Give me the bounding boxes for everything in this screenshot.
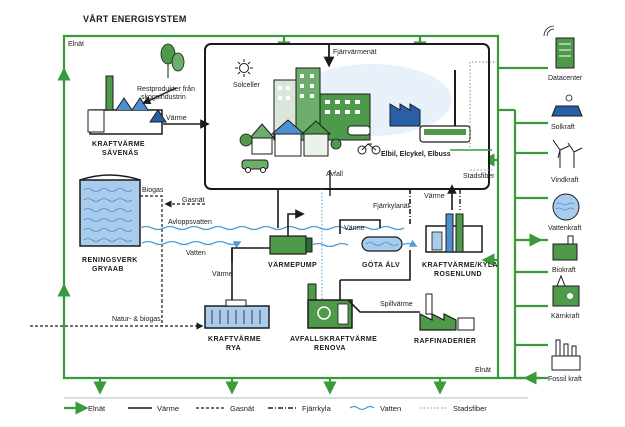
savenas-plant-icon: [87, 75, 167, 135]
restprodukter-label-2: skogsindustrin: [141, 94, 186, 101]
gryaab-plant-icon: [79, 174, 141, 247]
elnat-label-top: Elnät: [68, 41, 84, 48]
svg-text:Värme: Värme: [157, 404, 179, 413]
svg-text:Elnät: Elnät: [88, 404, 106, 413]
renova-title: AVFALLSKRAFTVÄRME: [290, 335, 377, 343]
source-vattenkraft-label: Vattenkraft: [548, 225, 581, 232]
source-karnkraft-label: Kärnkraft: [551, 313, 579, 320]
rya-subtitle: RYA: [226, 345, 241, 352]
legend-item-elnat: Elnät: [64, 401, 106, 415]
gota-alv-title: GÖTA ÄLV: [362, 260, 400, 269]
source-fossil-label: Fossil kraft: [548, 376, 582, 383]
rosenlund-subtitle: ROSENLUND: [434, 271, 482, 278]
avloppsvatten-label: Avloppsvatten: [168, 219, 212, 226]
elnat-grid: [57, 34, 548, 395]
varme-savenas-label: Värme: [166, 115, 187, 122]
gota-alv-icon: [361, 236, 403, 252]
legend-item-gasnat: Gasnät: [196, 404, 255, 413]
svg-text:Stadsfiber: Stadsfiber: [453, 404, 487, 413]
biogas-label: Biogas: [142, 187, 164, 194]
stadsfiber-label: Stadsfiber: [463, 173, 495, 180]
svg-text:Fjärrkyla: Fjärrkyla: [302, 404, 332, 413]
rya-plant-icon: [204, 299, 270, 329]
raffinaderier-icon: [419, 293, 475, 331]
varmepump-icon: [269, 235, 313, 255]
legend-item-vatten: Vatten: [349, 404, 401, 413]
vatten-label: Vatten: [186, 250, 206, 257]
nuclear-icon: [552, 274, 580, 307]
natur-biogas-label: Natur- & biogas: [112, 316, 161, 323]
legend-item-stadsfiber: Stadsfiber: [420, 404, 487, 413]
rya-title: KRAFTVÄRME: [208, 335, 261, 343]
car-icon: [241, 159, 269, 173]
water-power-icon: [552, 193, 580, 221]
source-datacenter-label: Datacenter: [548, 75, 583, 82]
gryaab-subtitle: GRYAAB: [92, 266, 124, 273]
source-solkraft-label: Solkraft: [551, 124, 575, 131]
solceller-label: Solceller: [233, 82, 261, 89]
svg-text:Vatten: Vatten: [380, 404, 401, 413]
avfall-label: Avfall: [326, 171, 343, 178]
rosenlund-title: KRAFTVÄRME/KYLA: [422, 261, 498, 269]
spillvarme-label: Spillvärme: [380, 301, 413, 308]
varme-mid-label: Värme: [344, 225, 365, 232]
gasnat-label: Gasnät: [182, 197, 205, 204]
gryaab-title: RENINGSVERK: [82, 257, 138, 264]
savenas-subtitle: SÄVENÄS: [102, 149, 139, 157]
source-biokraft-label: Biokraft: [552, 267, 576, 274]
datacenter-icon: [543, 25, 575, 69]
bicycle-icon: [357, 143, 381, 155]
bus-icon: [419, 125, 471, 143]
svg-text:Gasnät: Gasnät: [230, 404, 255, 413]
sun-icon: [235, 59, 253, 77]
savenas-title: KRAFTVÄRME: [92, 140, 145, 148]
fossil-power-icon: [551, 339, 581, 371]
source-vindkraft-label: Vindkraft: [551, 177, 579, 184]
raffinaderier-title: RAFFINADERIER: [414, 338, 476, 345]
varmepump-title: VÄRMEPUMP: [268, 261, 317, 269]
varme-rosenlund-label: Värme: [424, 193, 445, 200]
biopower-icon: [552, 235, 578, 261]
elnat-label-bottom: Elnät: [475, 367, 491, 374]
varme-rya-label: Värme: [212, 271, 233, 278]
forest-icon: [160, 43, 185, 78]
renova-plant-icon: [307, 283, 353, 329]
fjarrvarmenat-label: Fjärrvärmenät: [333, 49, 377, 56]
legend-item-fjarrkyla: Fjärrkyla: [268, 404, 332, 413]
solar-panel-icon: [551, 94, 583, 117]
legend-item-varme: Värme: [128, 404, 179, 413]
renova-subtitle: RENOVA: [314, 345, 346, 352]
legend: Elnät Värme Gasnät Fjärrkyla Vatten Stad…: [64, 397, 528, 415]
restprodukter-label-1: Restprodukter från: [137, 85, 195, 93]
elbil-label: Elbil, Elcykel, Elbuss: [381, 151, 451, 158]
fjarrkylanat-label: Fjärrkylanät: [373, 203, 410, 210]
rosenlund-plant-icon: [425, 213, 483, 253]
wind-turbine-icon: [552, 139, 583, 168]
stadsfiber-lines: [469, 61, 498, 171]
diagram-title: VÅRT ENERGISYSTEM: [83, 14, 187, 24]
city-illustration: Solceller: [233, 59, 492, 173]
